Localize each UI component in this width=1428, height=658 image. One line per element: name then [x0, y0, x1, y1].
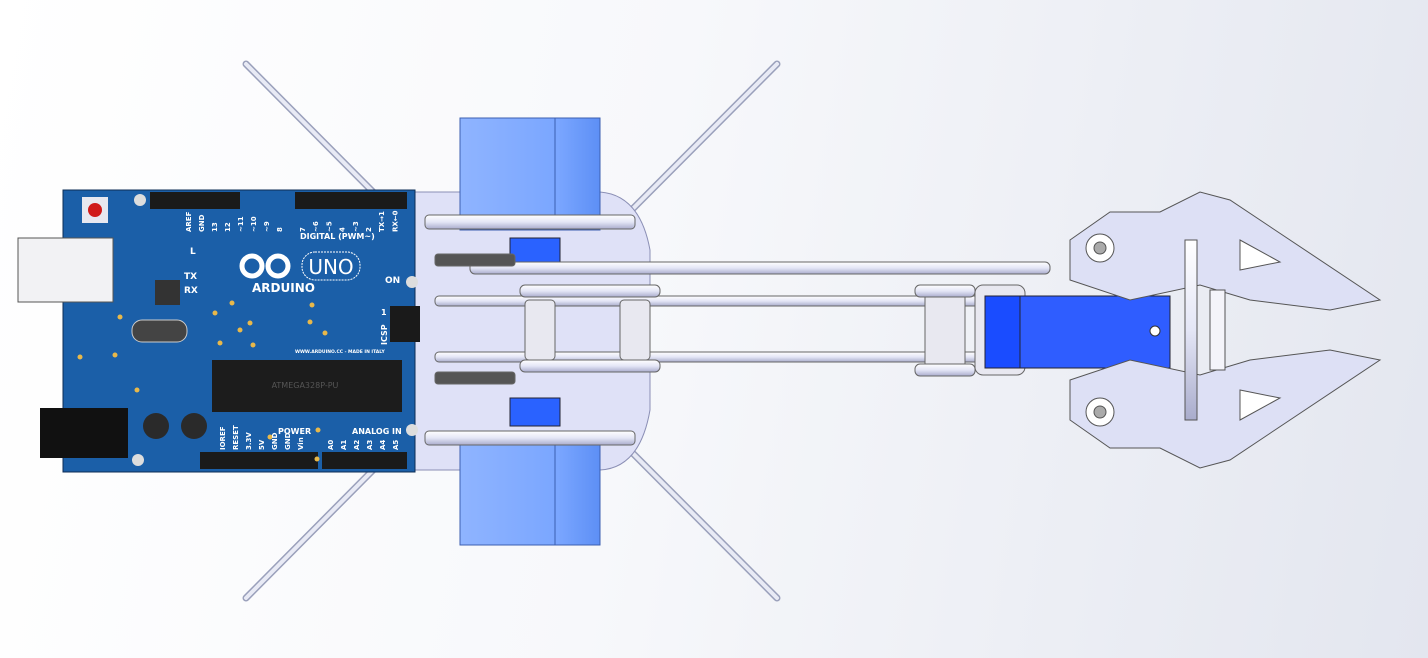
pin-label: GND: [271, 432, 279, 450]
svg-text:ARDUINO: ARDUINO: [252, 281, 315, 295]
pin-label: ~3: [352, 221, 360, 232]
atmega-chip: [212, 360, 402, 412]
arm-links: [434, 253, 1051, 385]
svg-text:TX: TX: [184, 272, 197, 282]
pin-label: 4: [339, 227, 347, 232]
arduino-uno-board: ATMEGA328P-PU ARDUINO UNO DIGITAL (PWM~)…: [17, 189, 420, 473]
pin-label: A5: [392, 440, 400, 450]
servo-bottom: [459, 397, 601, 546]
pin-label: RX←0: [391, 210, 399, 232]
usb-connector: [17, 237, 114, 303]
power-jack: [40, 408, 128, 458]
reset-button: [88, 203, 102, 217]
svg-text:ON: ON: [385, 276, 400, 286]
pin-label: ~9: [263, 221, 271, 232]
pin-label: AREF: [185, 211, 193, 232]
svg-text:POWER: POWER: [278, 427, 311, 436]
pin-label: 12: [224, 222, 232, 232]
icsp-header: [390, 306, 420, 342]
header-power: [200, 452, 318, 469]
pin-label: 8: [276, 227, 284, 232]
pin-label: TX→1: [378, 211, 386, 232]
pin-label: A2: [353, 440, 361, 450]
pin-label: 7: [299, 227, 307, 232]
gripper: [1069, 191, 1382, 469]
pin-label: ~11: [237, 216, 245, 232]
pin-label: A4: [379, 440, 387, 450]
pin-label: 2: [365, 227, 373, 232]
pin-label: A3: [366, 440, 374, 450]
pin-label: Vin: [297, 437, 305, 450]
header-analog: [322, 452, 407, 469]
pin-label: ~6: [312, 221, 320, 232]
svg-text:WWW.ARDUINO.CC - MADE IN ITALY: WWW.ARDUINO.CC - MADE IN ITALY: [295, 349, 385, 355]
pin-label: A1: [340, 440, 348, 450]
svg-text:DIGITAL (PWM~): DIGITAL (PWM~): [300, 232, 375, 241]
pin-label: IOREF: [219, 426, 227, 450]
svg-text:ATMEGA328P-PU: ATMEGA328P-PU: [272, 381, 339, 390]
servo-bracket-top: [424, 214, 636, 230]
crystal: [131, 319, 188, 343]
pin-label: 3.3V: [245, 432, 253, 450]
pin-label: ~5: [325, 221, 333, 232]
svg-text:1: 1: [381, 308, 387, 317]
servo-bracket-bottom: [424, 430, 636, 446]
pin-label: 5V: [258, 439, 266, 450]
svg-text:ANALOG IN: ANALOG IN: [352, 427, 402, 436]
pin-label: A0: [327, 440, 335, 450]
header-digital-left: [150, 192, 240, 209]
header-digital-right: [295, 192, 407, 209]
pin-label: ~10: [250, 216, 258, 232]
servo-top: [459, 117, 601, 269]
wrist-servo: [974, 284, 1171, 376]
pin-label: 13: [211, 222, 219, 232]
svg-text:UNO: UNO: [308, 255, 353, 279]
svg-text:RX: RX: [184, 286, 198, 296]
svg-text:ICSP: ICSP: [380, 324, 389, 345]
pin-label: GND: [284, 432, 292, 450]
pin-label: GND: [198, 214, 206, 232]
svg-text:L: L: [190, 247, 196, 257]
pin-label: RESET: [232, 425, 240, 450]
